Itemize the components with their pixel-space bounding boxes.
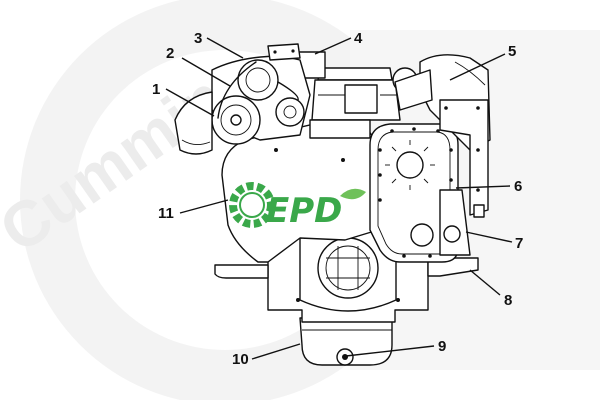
lower-pulley bbox=[410, 223, 434, 247]
leader-10 bbox=[251, 343, 301, 360]
callout-11: 11 bbox=[158, 205, 174, 222]
inspection-port bbox=[396, 151, 424, 179]
leader-lines bbox=[165, 37, 513, 360]
callout-10: 10 bbox=[232, 351, 249, 368]
callout-5: 5 bbox=[508, 43, 516, 60]
exhaust-manifold bbox=[439, 99, 489, 216]
leader-8 bbox=[469, 269, 501, 296]
leader-3 bbox=[206, 37, 244, 59]
engine-drawing bbox=[174, 43, 491, 366]
logo-leaf-icon bbox=[340, 188, 366, 200]
callout-8: 8 bbox=[504, 292, 512, 309]
logo-gear-icon bbox=[229, 182, 275, 228]
leader-6 bbox=[455, 185, 511, 189]
block-top-rail bbox=[309, 119, 371, 139]
callout-2: 2 bbox=[166, 45, 174, 62]
leader-11 bbox=[179, 199, 229, 214]
epd-logo: EPD bbox=[229, 182, 366, 231]
upper-pulley bbox=[237, 59, 279, 101]
port-7 bbox=[443, 225, 461, 243]
air-cleaner-top bbox=[317, 67, 393, 81]
leader-1 bbox=[165, 88, 215, 117]
callout-7: 7 bbox=[515, 235, 523, 252]
callout-9: 9 bbox=[438, 338, 446, 355]
bracket-top bbox=[267, 43, 301, 61]
leader-5 bbox=[449, 53, 506, 81]
callout-1: 1 bbox=[152, 81, 160, 98]
leader-9 bbox=[345, 345, 435, 357]
callout-4: 4 bbox=[354, 30, 363, 47]
callout-6: 6 bbox=[514, 178, 522, 195]
leader-7 bbox=[465, 231, 513, 243]
leader-2 bbox=[181, 57, 231, 87]
intake-box bbox=[344, 84, 378, 114]
callout-labels: 1 2 3 4 5 6 7 8 9 10 11 bbox=[152, 30, 523, 368]
logo-text: EPD bbox=[266, 191, 342, 231]
leader-4 bbox=[314, 37, 352, 55]
idler-pulley bbox=[275, 97, 305, 127]
mount-foot-left bbox=[214, 264, 269, 279]
belt-guard bbox=[174, 91, 213, 155]
callout-3: 3 bbox=[194, 30, 202, 47]
flywheel-center bbox=[317, 237, 379, 299]
